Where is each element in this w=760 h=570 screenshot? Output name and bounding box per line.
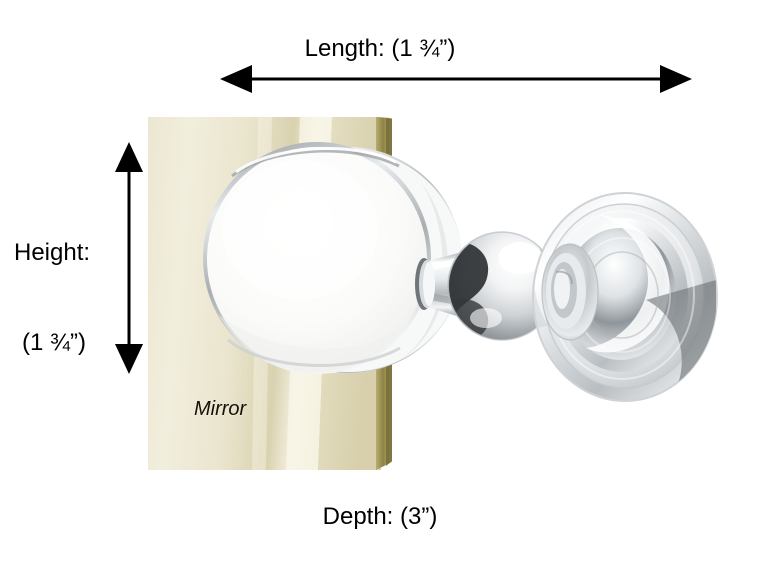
wall-escutcheon xyxy=(532,192,718,402)
mirror-back-disc xyxy=(203,142,462,374)
mirror-glass-panel xyxy=(148,117,392,470)
length-dimension-arrow xyxy=(220,65,692,93)
length-dimension-label: Length: (1 ¾”) xyxy=(304,35,456,62)
height-label-line1: Height: xyxy=(14,239,91,266)
ball-joint xyxy=(447,231,557,341)
height-dimension-label: Height: (1 ¾”) xyxy=(8,178,120,418)
height-label-line2: (1 ¾”) xyxy=(22,329,87,356)
mirror-stem xyxy=(415,250,470,320)
depth-dimension-label: Depth: (3”) xyxy=(322,503,438,530)
mirror-part-label: Mirror xyxy=(194,398,247,420)
height-dimension-arrow xyxy=(115,142,143,374)
